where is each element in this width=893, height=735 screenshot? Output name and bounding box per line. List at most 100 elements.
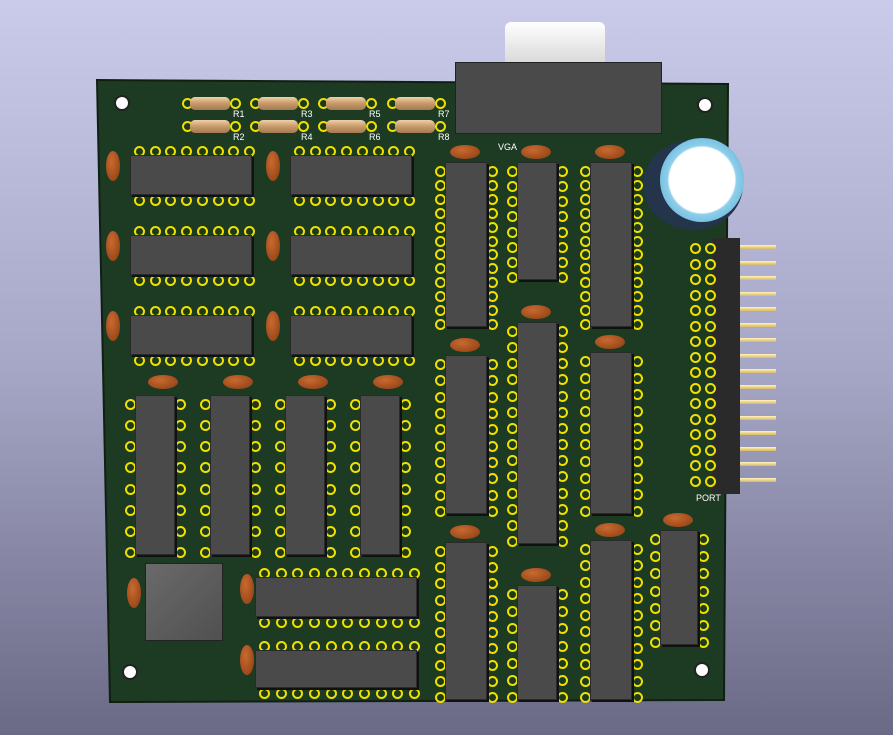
pad — [275, 688, 287, 699]
dip-ic — [445, 542, 487, 700]
pad — [325, 483, 336, 495]
pad — [632, 422, 643, 434]
pad — [557, 519, 568, 531]
resistor-label: R4 — [301, 132, 313, 142]
pad — [196, 355, 208, 366]
dip-ic — [590, 352, 632, 514]
pad — [632, 372, 643, 384]
square-ic — [145, 563, 223, 641]
ceramic-capacitor — [266, 311, 280, 341]
pad — [705, 274, 716, 285]
dip-ic — [255, 577, 417, 617]
dip-ic — [517, 162, 557, 280]
pad — [487, 249, 498, 261]
header-pin — [740, 431, 776, 435]
pad — [557, 211, 568, 223]
pad — [487, 193, 498, 205]
ceramic-capacitor — [266, 231, 280, 261]
pad — [325, 195, 337, 206]
resistor-label: R2 — [233, 132, 245, 142]
pad — [487, 408, 498, 419]
pad — [487, 179, 498, 191]
pad — [228, 275, 240, 286]
dip-ic — [285, 395, 325, 555]
pad — [487, 319, 498, 330]
pad — [325, 617, 337, 628]
pad — [487, 440, 498, 452]
pad — [230, 98, 241, 109]
pad — [705, 243, 716, 254]
pad — [149, 195, 161, 206]
ceramic-capacitor — [521, 145, 551, 159]
pad — [557, 166, 568, 177]
pad — [294, 275, 305, 286]
pad — [487, 207, 498, 219]
pad — [690, 305, 701, 316]
header-pin — [740, 415, 776, 420]
pad — [557, 606, 568, 618]
pad — [250, 547, 261, 558]
pad — [632, 609, 643, 621]
dip-ic — [290, 315, 412, 355]
pad — [557, 471, 568, 483]
dip-ic — [255, 650, 417, 688]
pad — [250, 420, 261, 432]
pad — [196, 195, 208, 206]
pad — [298, 98, 309, 109]
pad — [632, 319, 643, 330]
pad — [250, 399, 261, 410]
pad — [632, 291, 643, 303]
pad — [294, 195, 305, 206]
pad — [632, 439, 643, 451]
ceramic-capacitor — [266, 151, 280, 181]
pad — [175, 483, 186, 495]
pad — [632, 626, 643, 638]
pad — [487, 221, 498, 233]
pad — [388, 195, 400, 206]
pad — [690, 336, 701, 347]
pad — [149, 355, 161, 366]
header-pin — [740, 462, 776, 466]
pad — [375, 688, 387, 699]
header-pin — [740, 384, 776, 389]
pad — [175, 504, 186, 516]
pad — [228, 355, 240, 366]
port-label: PORT — [696, 493, 721, 503]
pad — [632, 235, 643, 247]
ceramic-capacitor — [450, 145, 480, 159]
resistor — [326, 97, 366, 110]
pad — [400, 525, 411, 537]
pad — [181, 355, 193, 366]
ceramic-capacitor — [240, 574, 254, 604]
ceramic-capacitor — [106, 231, 120, 261]
pad — [698, 534, 709, 545]
dip-ic — [590, 540, 632, 700]
pad — [690, 475, 701, 487]
pad — [705, 475, 716, 487]
mounting-hole — [114, 95, 130, 111]
pad — [309, 688, 320, 699]
vga-connector — [455, 62, 662, 134]
pad — [400, 547, 411, 558]
pad — [705, 382, 716, 394]
dip-ic — [360, 395, 400, 555]
pad — [359, 617, 370, 628]
pad — [557, 657, 568, 669]
pad — [175, 441, 186, 453]
pad — [366, 98, 377, 109]
pad — [557, 272, 568, 283]
pad — [632, 221, 643, 233]
pad — [250, 504, 261, 516]
pin-header — [712, 238, 740, 494]
pad — [698, 619, 709, 631]
pad — [325, 399, 336, 410]
pad — [325, 688, 337, 699]
pad — [632, 489, 643, 501]
pad — [250, 483, 261, 495]
pad — [632, 249, 643, 261]
pad — [487, 610, 498, 622]
dip-ic — [130, 235, 252, 275]
header-pin — [740, 322, 776, 327]
pad — [698, 551, 709, 563]
